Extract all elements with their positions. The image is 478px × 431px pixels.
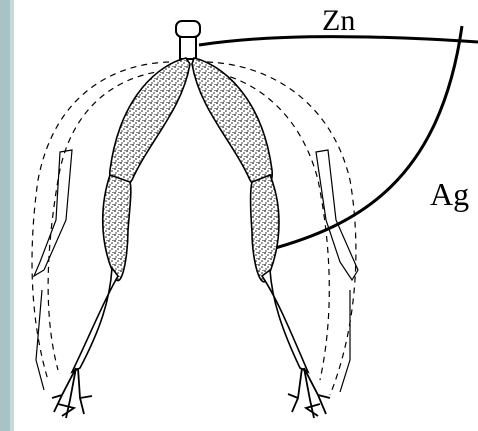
right-calf bbox=[251, 175, 280, 282]
zinc-label: Zn bbox=[322, 4, 355, 37]
left-calf bbox=[103, 175, 131, 281]
silver-wire bbox=[268, 26, 462, 250]
right-foot bbox=[288, 368, 330, 418]
silver-label: Ag bbox=[430, 176, 469, 212]
left-ghost-leg bbox=[34, 150, 72, 390]
right-lower-leg bbox=[262, 270, 308, 372]
zinc-wire bbox=[199, 37, 478, 45]
left-foot bbox=[52, 368, 92, 418]
left-thigh bbox=[110, 58, 190, 189]
motion-outlines bbox=[32, 62, 356, 395]
right-ghost-leg bbox=[316, 150, 358, 392]
left-lower-leg bbox=[72, 268, 118, 372]
spinal-cord-post bbox=[176, 21, 200, 59]
